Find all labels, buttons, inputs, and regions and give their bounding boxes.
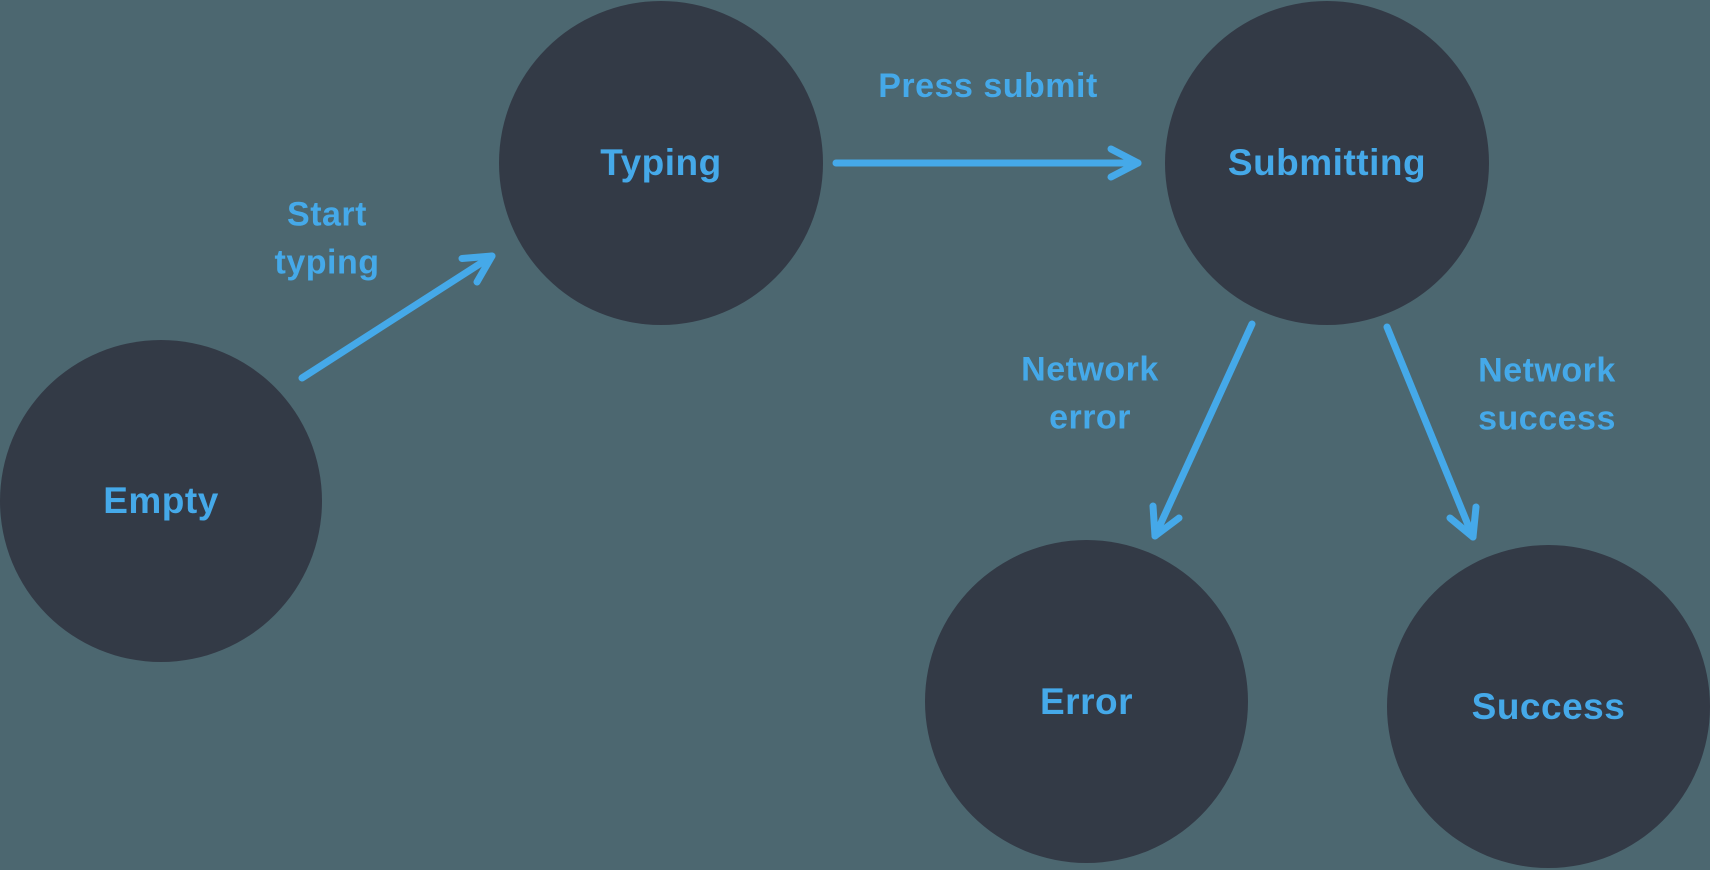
state-node-submitting: Submitting [1165, 1, 1489, 325]
state-node-empty: Empty [0, 340, 322, 662]
edge-label-network-error: Network error [1021, 350, 1159, 436]
edge-arrow-press-submit [832, 145, 1142, 181]
edge-label-press-submit: Press submit [878, 67, 1098, 106]
state-node-label: Empty [103, 480, 219, 521]
state-node-success: Success [1387, 545, 1710, 868]
edge-label-network-success: Network success [1478, 351, 1616, 437]
state-node-label: Submitting [1227, 142, 1427, 183]
state-node-error: Error [925, 540, 1248, 863]
state-node-label: Error [1040, 680, 1133, 722]
edge-arrow-start-typing [298, 252, 496, 382]
edge-label-start-typing: Start typing [274, 195, 380, 281]
state-node-label: Typing [600, 142, 722, 183]
state-node-typing: Typing [499, 1, 823, 325]
edge-arrow-network-error [1149, 320, 1256, 540]
state-node-label: Success [1471, 685, 1626, 727]
edge-arrow-network-success [1383, 323, 1480, 541]
